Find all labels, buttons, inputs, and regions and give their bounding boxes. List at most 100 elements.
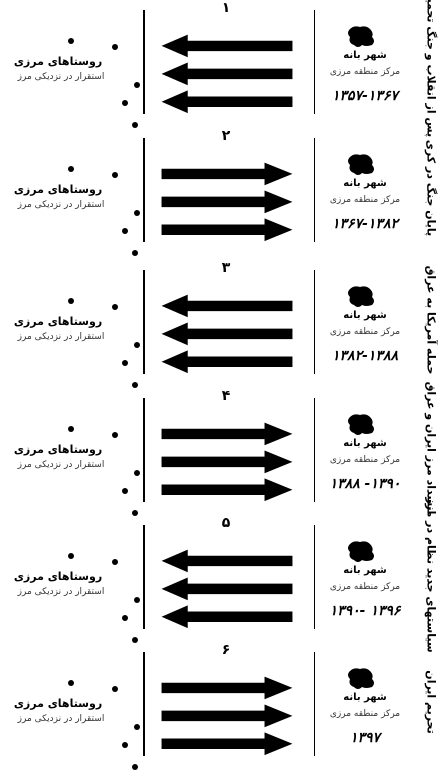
village-dot xyxy=(132,510,138,516)
village-dot xyxy=(112,559,118,565)
stage-panel: پایان جنگ در کری ۲ شهر بانه مرکز منطقه م… xyxy=(0,128,445,256)
village-dot xyxy=(132,637,138,643)
village-dot xyxy=(132,764,138,770)
village-dot xyxy=(122,615,128,621)
stage-panel: پس از انقلاب و جنگ تحمیلی ۱ شهر بانه مرک… xyxy=(0,0,445,138)
years-range: ۱۳۸۸ -۱۳۹۰ xyxy=(329,476,401,492)
stage-panel: سیاستهای جدید نظام در مرز ۵ شهر بانه مرک… xyxy=(0,497,445,653)
village-dot xyxy=(134,210,140,216)
flow-arrow xyxy=(161,34,293,58)
village-dot xyxy=(122,488,128,494)
years-range: ۱۳۹۰- ۱۳۹۶ xyxy=(329,603,401,619)
stage-title: پس از انقلاب و جنگ تحمیلی xyxy=(424,0,438,138)
village-dot xyxy=(112,44,118,50)
city-name: شهر بانه xyxy=(343,178,387,189)
stage-number: ۳ xyxy=(221,260,231,276)
city-name: شهر بانه xyxy=(343,438,387,449)
village-dot xyxy=(122,228,128,234)
village-dot xyxy=(68,38,74,44)
village-title: روستاهای مرزی xyxy=(13,697,103,710)
village-title: روستاهای مرزی xyxy=(13,315,103,328)
city-map-icon xyxy=(348,668,374,689)
village-dot xyxy=(122,100,128,106)
border-line-right xyxy=(314,10,315,114)
stage-panel: حمله آمریکا به عراق ۳ شهر بانه مرکز منطق… xyxy=(0,260,445,388)
stage-title: سیاستهای جدید نظام در مرز xyxy=(424,497,438,653)
stage-number: ۴ xyxy=(221,388,231,404)
city-name: شهر بانه xyxy=(343,565,387,576)
flow-arrow xyxy=(161,605,293,629)
village-subtitle: استقرار در نزدیکی مرز xyxy=(17,200,105,210)
city-map-icon xyxy=(348,286,374,307)
village-dot xyxy=(134,82,140,88)
flow-arrow xyxy=(161,90,293,114)
village-subtitle: استقرار در نزدیکی مرز xyxy=(17,460,105,470)
stage-number: ۶ xyxy=(221,642,231,658)
flow-arrow xyxy=(161,676,293,700)
village-dot xyxy=(134,470,140,476)
flow-arrows xyxy=(161,294,293,374)
flow-arrow xyxy=(161,577,293,601)
flow-arrows xyxy=(161,549,293,629)
border-line-left xyxy=(143,652,145,756)
stage-number: ۲ xyxy=(221,128,231,144)
flow-arrow xyxy=(161,732,293,756)
flow-arrow xyxy=(161,322,293,346)
village-dot xyxy=(68,166,74,172)
city-name: شهر بانه xyxy=(343,692,387,703)
village-dot xyxy=(112,304,118,310)
stage-number: ۱ xyxy=(221,0,231,16)
border-line-right xyxy=(314,652,315,756)
village-title: روستاهای مرزی xyxy=(13,183,103,196)
city-subtitle: مرکز منطقه مرزی xyxy=(329,327,401,337)
border-line-left xyxy=(143,10,145,114)
village-subtitle: استقرار در نزدیکی مرز xyxy=(17,714,105,724)
village-subtitle: استقرار در نزدیکی مرز xyxy=(17,587,105,597)
village-dot xyxy=(132,250,138,256)
city-map-icon xyxy=(348,541,374,562)
village-dot xyxy=(134,342,140,348)
flow-arrow xyxy=(161,294,293,318)
stage-number: ۵ xyxy=(221,515,231,531)
flow-arrows xyxy=(161,676,293,756)
village-title: روستاهای مرزی xyxy=(13,570,103,583)
village-dot xyxy=(68,426,74,432)
village-dot xyxy=(122,742,128,748)
flow-arrow xyxy=(161,450,293,474)
village-subtitle: استقرار در نزدیکی مرز xyxy=(17,72,105,82)
village-dot xyxy=(68,680,74,686)
flow-arrow xyxy=(161,422,293,446)
city-name: شهر بانه xyxy=(343,310,387,321)
years-range: ۱۳۹۷ xyxy=(349,730,381,746)
flow-arrows xyxy=(161,422,293,502)
flow-arrows xyxy=(161,34,293,114)
years-range: ۱۳۸۲-۱۳۸۸ xyxy=(332,348,398,364)
flow-arrow xyxy=(161,478,293,502)
village-title: روستاهای مرزی xyxy=(13,55,103,68)
stage-title: انسداد مرز ایران و عراق xyxy=(424,381,438,515)
border-line-left xyxy=(143,270,145,374)
stage-title: پایان جنگ در کری xyxy=(424,139,438,237)
city-map-icon xyxy=(348,26,374,47)
village-dot xyxy=(132,382,138,388)
stage-panel: انسداد مرز ایران و عراق ۴ شهر بانه مرکز … xyxy=(0,381,445,516)
stage-panel: تحریم ایران ۶ شهر بانه مرکز منطقه مرزی ۱… xyxy=(0,642,445,770)
years-range: ۱۳۵۷-۱۳۶۷ xyxy=(332,88,398,104)
village-dot xyxy=(122,360,128,366)
border-line-left xyxy=(143,525,145,629)
village-dot xyxy=(112,432,118,438)
village-dot xyxy=(134,597,140,603)
flow-arrow xyxy=(161,62,293,86)
border-line-left xyxy=(143,398,145,502)
village-dot xyxy=(132,122,138,128)
border-line-right xyxy=(314,398,315,502)
village-dot xyxy=(68,553,74,559)
city-map-icon xyxy=(348,154,374,175)
village-dot xyxy=(134,724,140,730)
flow-arrow xyxy=(161,218,293,242)
city-subtitle: مرکز منطقه مرزی xyxy=(329,582,401,592)
village-dot xyxy=(68,298,74,304)
city-map-icon xyxy=(348,414,374,435)
city-subtitle: مرکز منطقه مرزی xyxy=(329,455,401,465)
city-name: شهر بانه xyxy=(343,50,387,61)
